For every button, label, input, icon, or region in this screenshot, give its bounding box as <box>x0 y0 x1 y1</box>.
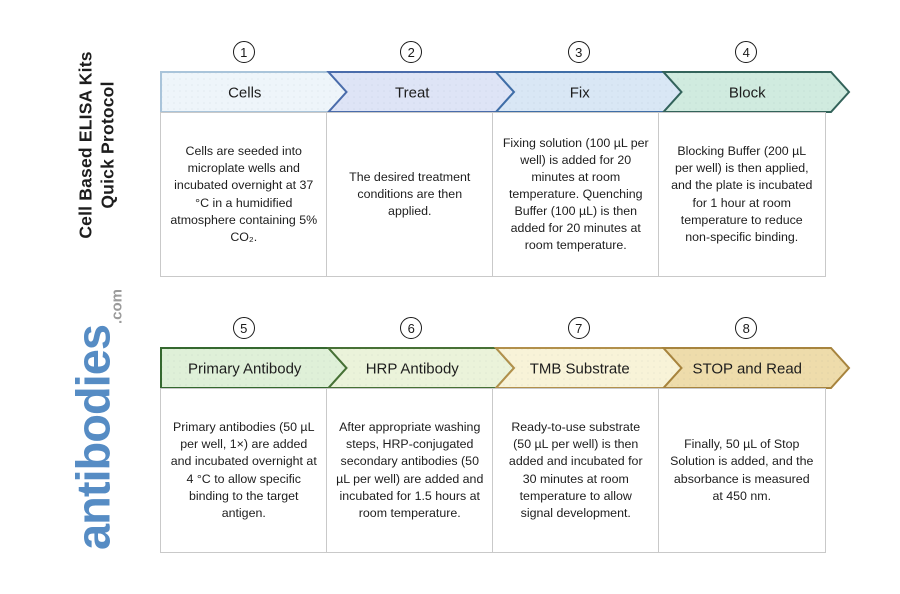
step-description-text: Primary antibodies (50 µL per well, 1×) … <box>170 420 317 520</box>
step-arrow-label: HRP Antibody <box>366 361 460 378</box>
arrow-shape-fill <box>328 348 514 388</box>
step-number-cell: 1 <box>160 41 328 63</box>
step-description-box: Blocking Buffer (200 µL per well) is the… <box>658 112 826 277</box>
step-arrow-label: Block <box>729 85 766 102</box>
step-number-row: 1 2 3 4 <box>160 41 830 63</box>
step-number-cell: 6 <box>328 317 496 339</box>
brand-logo-domain-suffix: .com <box>108 288 126 324</box>
step-number-badge: 7 <box>567 317 590 339</box>
page-title: Cell Based ELISA Kits Quick Protocol <box>75 51 120 238</box>
step-description-box: The desired treatment conditions are the… <box>326 112 494 277</box>
arrow-shape-fill <box>161 348 347 388</box>
step-number-badge: 8 <box>735 317 758 339</box>
step-description-box: Fixing solution (100 µL per well) is add… <box>492 112 660 277</box>
step-number-badge: 1 <box>232 41 255 63</box>
step-number-badge: 4 <box>735 41 758 63</box>
step-number-badge: 6 <box>400 317 423 339</box>
arrow-shape-fill <box>496 72 682 112</box>
step-arrow-banner: Primary Antibody HRP Antibody TMB Substrat… <box>160 347 851 389</box>
step-arrow-label: Cells <box>228 85 261 102</box>
step-number-badge: 5 <box>232 317 255 339</box>
step-number-row: 5 6 7 8 <box>160 317 830 339</box>
step-description-text: Blocking Buffer (200 µL per well) is the… <box>671 144 813 244</box>
step-number-cell: 4 <box>663 41 831 63</box>
arrow-shape-border <box>326 347 516 389</box>
step-description-text: The desired treatment conditions are the… <box>349 169 471 219</box>
arrow-shape-texture <box>496 72 682 112</box>
arrow-shape-border <box>661 347 851 389</box>
step-arrow-label: STOP and Read <box>692 361 802 378</box>
arrow-shape-border <box>493 347 683 389</box>
step-description-box: Primary antibodies (50 µL per well, 1×) … <box>160 388 328 553</box>
arrow-shape-texture <box>496 348 682 388</box>
brand-logo-wordmark: antibodies <box>66 324 120 551</box>
step-description-text: Fixing solution (100 µL per well) is add… <box>502 135 649 253</box>
page-title-line1: Cell Based ELISA Kits <box>75 51 96 239</box>
step-number-badge: 2 <box>400 41 423 63</box>
step-arrow-label: Primary Antibody <box>188 361 302 378</box>
arrow-shape-fill <box>161 72 347 112</box>
step-number-cell: 2 <box>328 41 496 63</box>
arrow-shape-texture <box>663 72 849 112</box>
step-description-text: After appropriate washing steps, HRP-con… <box>336 420 484 520</box>
arrow-shape-fill <box>663 72 849 112</box>
arrow-shape-fill <box>328 72 514 112</box>
step-description-text: Ready-to-use substrate (50 µL per well) … <box>508 420 643 520</box>
step-number-cell: 8 <box>663 317 831 339</box>
arrow-shape-texture <box>663 348 849 388</box>
arrow-shape-fill <box>663 348 849 388</box>
step-description-box: Ready-to-use substrate (50 µL per well) … <box>492 388 660 553</box>
step-arrow-banner: Cells Treat Fix Block <box>160 71 851 113</box>
step-description-text: Cells are seeded into microplate wells a… <box>170 144 318 244</box>
arrow-shape-border <box>493 71 683 113</box>
step-number-badge: 3 <box>567 41 590 63</box>
arrow-shape-border <box>661 71 851 113</box>
step-number-cell: 7 <box>495 317 663 339</box>
step-description-text: Finally, 50 µL of Stop Solution is added… <box>670 437 814 503</box>
step-description-box: After appropriate washing steps, HRP-con… <box>326 388 494 553</box>
arrow-shape-texture <box>161 348 347 388</box>
arrow-shape-texture <box>161 72 347 112</box>
step-description-box: Cells are seeded into microplate wells a… <box>160 112 328 277</box>
step-description-box: Finally, 50 µL of Stop Solution is added… <box>658 388 826 553</box>
step-number-cell: 3 <box>495 41 663 63</box>
step-arrow-label: Fix <box>570 85 590 102</box>
arrow-shape-border <box>326 71 516 113</box>
step-number-cell: 5 <box>160 317 328 339</box>
step-arrow-label: Treat <box>395 85 430 102</box>
step-description-row: Cells are seeded into microplate wells a… <box>160 112 826 277</box>
step-arrow-label: TMB Substrate <box>530 361 630 378</box>
arrow-shape-fill <box>496 348 682 388</box>
arrow-shape-border <box>160 71 348 113</box>
arrow-shape-texture <box>328 348 514 388</box>
brand-logo: antibodies.com <box>66 289 126 551</box>
arrow-shape-border <box>160 347 348 389</box>
page-title-line2: Quick Protocol <box>98 81 118 209</box>
arrow-shape-texture <box>328 72 514 112</box>
step-description-row: Primary antibodies (50 µL per well, 1×) … <box>160 388 826 553</box>
